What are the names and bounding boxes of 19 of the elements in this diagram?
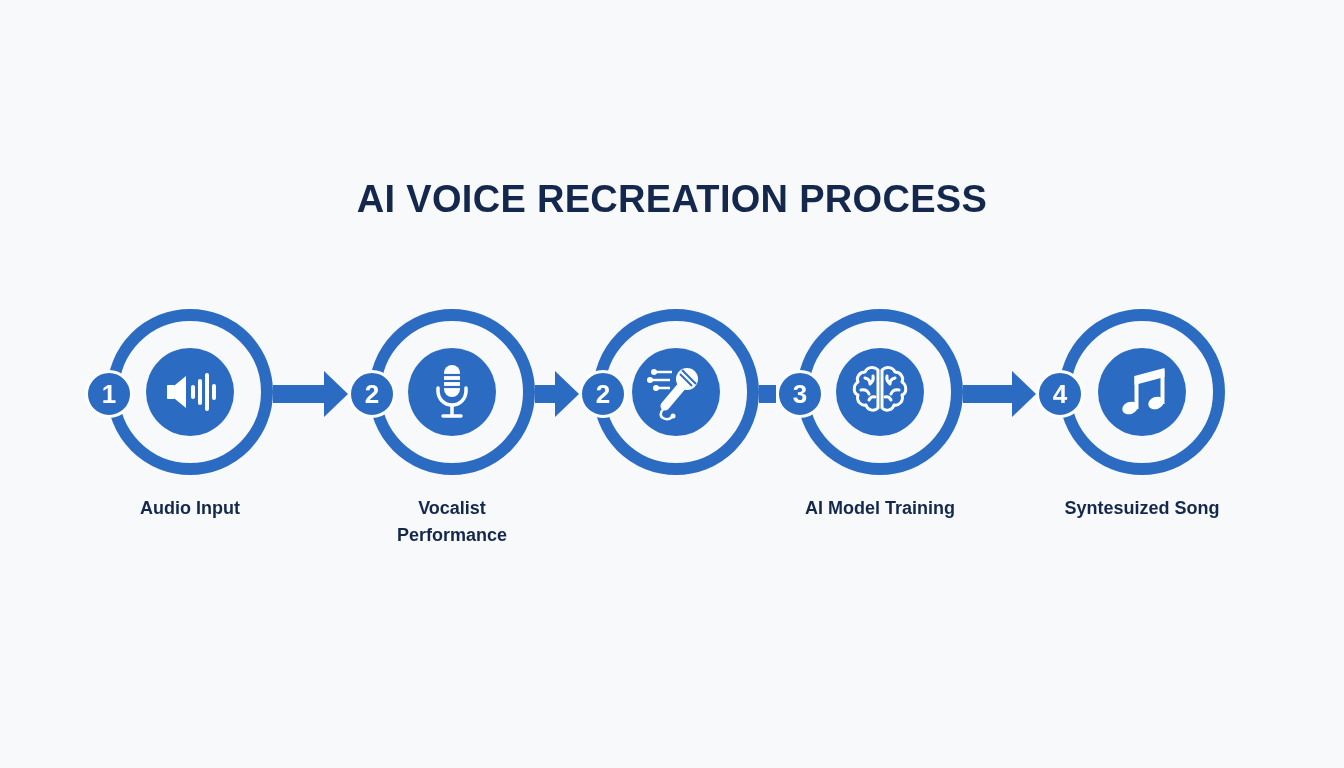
step-label: AI Model Training xyxy=(805,497,955,520)
speaker-icon xyxy=(146,348,234,436)
number-badge: 2 xyxy=(579,370,627,418)
step-label: Vocalist Performance xyxy=(395,497,509,547)
connector-bar xyxy=(759,385,776,403)
step-label: Syntesuized Song xyxy=(1064,497,1220,520)
microphone-icon xyxy=(408,348,496,436)
arrow xyxy=(535,371,579,417)
number-badge: 3 xyxy=(776,370,824,418)
brain-icon xyxy=(836,348,924,436)
step-label: Audio Input xyxy=(140,497,240,520)
number-badge: 2 xyxy=(348,370,396,418)
diagram-title: AI VOICE RECREATION PROCESS xyxy=(356,177,988,222)
arrow xyxy=(273,371,348,417)
number-badge: 1 xyxy=(85,370,133,418)
handheld-microphone-icon xyxy=(632,348,720,436)
arrow xyxy=(963,371,1036,417)
number-badge: 4 xyxy=(1036,370,1084,418)
music-notes-icon xyxy=(1098,348,1186,436)
